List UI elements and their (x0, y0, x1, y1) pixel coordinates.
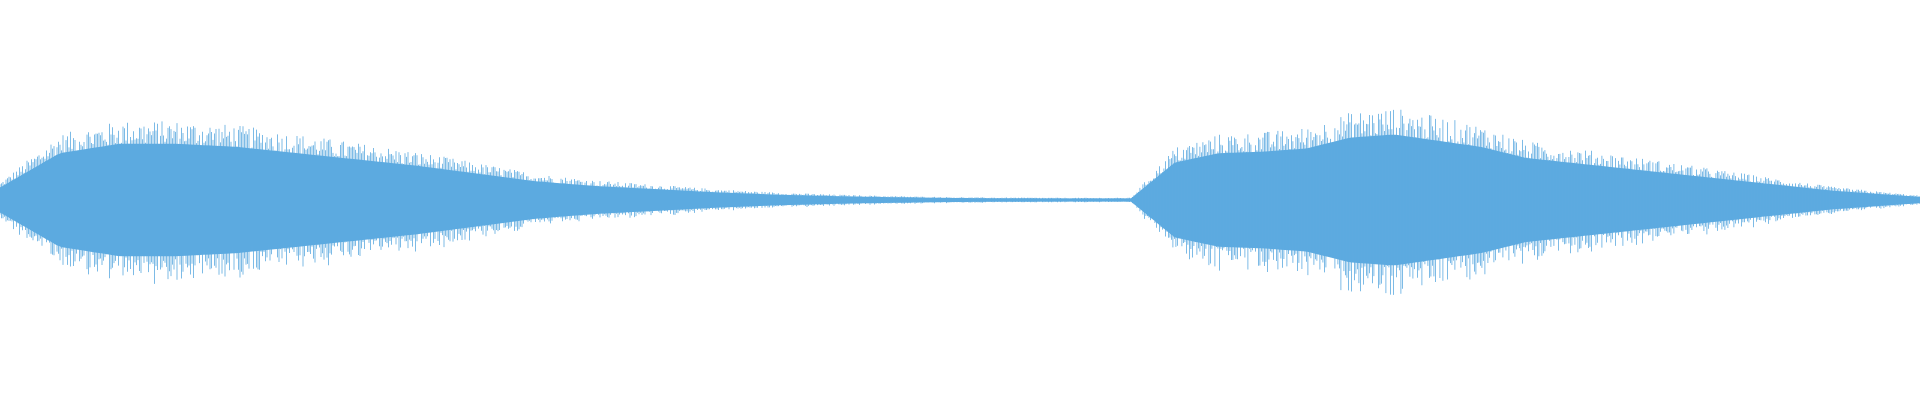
waveform-segment-1 (1130, 109, 1920, 295)
waveform-spikes (0, 121, 1130, 284)
waveform-segments (0, 109, 1920, 295)
waveform-segment-0 (0, 121, 1131, 284)
waveform-spikes (1130, 109, 1920, 295)
